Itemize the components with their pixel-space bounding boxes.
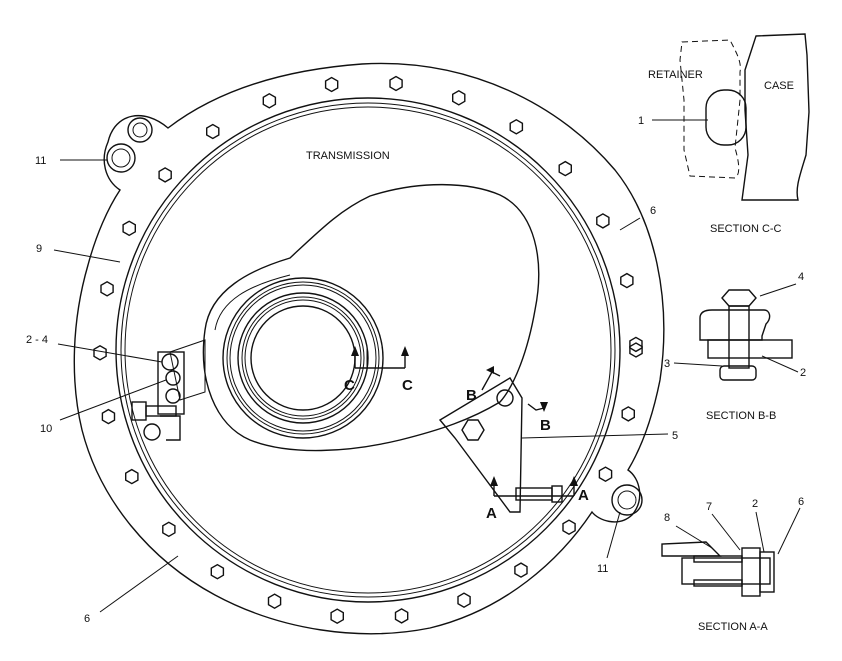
bolt-hex — [162, 521, 176, 538]
bolt-hex — [101, 408, 116, 425]
bolt-hex — [100, 280, 114, 297]
bearing-bore — [222, 277, 384, 439]
callout-leaders — [53, 159, 669, 613]
callout-6-aa: 6 — [798, 496, 804, 508]
section-cc-case-label: CASE — [764, 80, 794, 92]
section-aa-detail — [661, 507, 801, 597]
section-b-markers — [481, 366, 548, 412]
bolt-hex — [620, 272, 634, 289]
bolt-hex — [629, 336, 643, 353]
transmission-label: TRANSMISSION — [306, 150, 390, 162]
marker-b-left: B — [466, 387, 477, 404]
callout-2-aa: 2 — [752, 498, 758, 510]
callout-3: 3 — [664, 358, 670, 370]
section-c-markers — [351, 346, 409, 369]
bolt-hex — [394, 608, 409, 624]
bolt-hex — [562, 519, 576, 536]
callout-7: 7 — [706, 501, 712, 513]
bolt-hex — [205, 123, 220, 140]
bolt-hex — [457, 592, 471, 609]
section-cc-title: SECTION C-C — [710, 223, 782, 235]
bolt-hex — [452, 89, 466, 106]
bolt-hex — [158, 167, 172, 183]
left-clip-assembly — [131, 351, 185, 441]
marker-b-right: B — [540, 417, 551, 434]
callout-8: 8 — [664, 512, 670, 524]
bolt-hex — [596, 213, 610, 229]
bolt-hex — [514, 562, 528, 578]
bolt-hex — [267, 593, 282, 610]
bolt-hex — [621, 406, 635, 422]
flange-bolts — [93, 75, 643, 625]
bolt-hex — [629, 342, 643, 358]
bolt-hex — [122, 220, 137, 237]
bolt-hex — [124, 468, 139, 485]
callout-6-bottom: 6 — [84, 613, 90, 625]
bolt-hex — [598, 466, 613, 483]
callout-5: 5 — [672, 430, 678, 442]
callout-2-bb: 2 — [800, 367, 806, 379]
bolt-hex — [389, 75, 403, 92]
marker-a-right: A — [578, 487, 589, 504]
callout-9: 9 — [36, 243, 42, 255]
marker-c-right: C — [402, 377, 413, 394]
bolt-hex — [558, 160, 572, 177]
callout-11-bottom: 11 — [597, 563, 608, 575]
bolt-hex — [93, 344, 107, 361]
section-bb-detail — [673, 283, 799, 381]
section-aa-title: SECTION A-A — [698, 621, 768, 633]
callout-2-4: 2 - 4 — [26, 334, 48, 346]
bolt-hex — [262, 92, 277, 109]
bolt-hex — [210, 563, 225, 580]
callout-4: 4 — [798, 271, 804, 283]
bolt-hex — [509, 118, 524, 135]
callout-10: 10 — [40, 423, 52, 435]
transmission-housing — [73, 62, 665, 635]
callout-11-top: 11 — [35, 155, 46, 167]
section-cc-detail — [652, 33, 810, 201]
section-a-markers — [490, 476, 578, 497]
right-bracket — [438, 377, 563, 513]
marker-a-left: A — [486, 505, 497, 522]
callout-6-right: 6 — [650, 205, 656, 217]
callout-1: 1 — [638, 115, 644, 127]
section-bb-title: SECTION B-B — [706, 410, 776, 422]
section-cc-retainer-label: RETAINER — [648, 69, 703, 81]
marker-c-left: C — [344, 377, 355, 394]
bolt-hex — [324, 76, 339, 93]
bolt-hex — [330, 608, 344, 625]
